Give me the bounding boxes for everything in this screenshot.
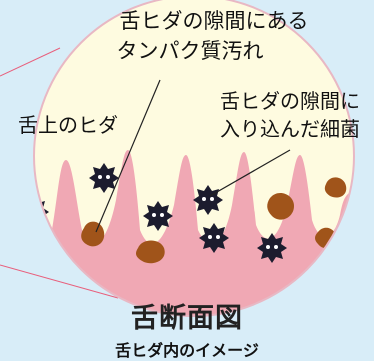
bacterium bbox=[89, 163, 119, 193]
magnifier-guide-line-top bbox=[0, 47, 61, 77]
bacteria-label-line-2: 入り込んだ細菌 bbox=[220, 117, 360, 141]
bacteria-label-line-1: 舌ヒダの隙間に bbox=[220, 89, 360, 113]
plaque-deposit bbox=[81, 221, 105, 247]
magnifier-border bbox=[33, 0, 355, 317]
bacterium bbox=[193, 185, 223, 215]
magnifier-guide-line-bottom bbox=[0, 264, 119, 299]
bacteria-pointer-line bbox=[209, 149, 291, 197]
plaque-deposit bbox=[267, 192, 294, 220]
bacterium bbox=[199, 223, 229, 253]
plaque-label-line-2: タンパク質汚れ bbox=[117, 39, 264, 63]
diagram-title: 舌断面図 bbox=[131, 303, 243, 334]
plaque-pointer-line bbox=[95, 79, 161, 233]
plaque-deposit bbox=[36, 234, 50, 252]
bacterium bbox=[257, 233, 287, 263]
plaque-label-line-1: 舌ヒダの隙間にある bbox=[120, 9, 309, 33]
bacterium bbox=[143, 201, 173, 231]
plaque-deposit bbox=[136, 240, 165, 264]
papillae-label: 舌上のヒダ bbox=[18, 113, 118, 137]
plaque-deposit bbox=[324, 177, 347, 198]
diagram-subtitle: 舌ヒダ内のイメージ bbox=[115, 341, 259, 360]
